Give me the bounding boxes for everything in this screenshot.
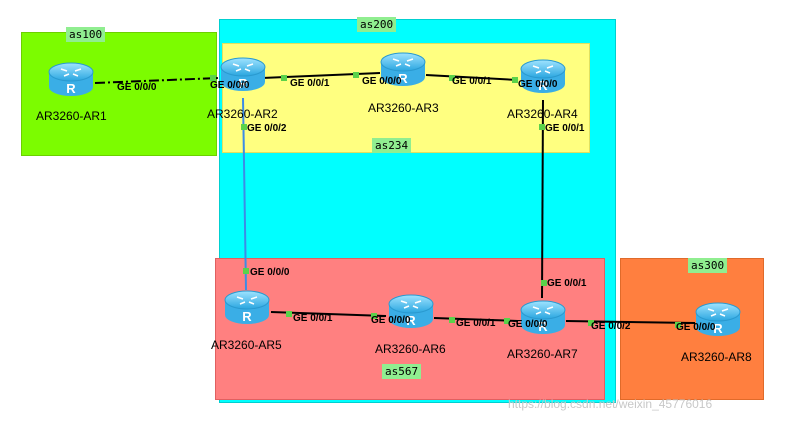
port-dot xyxy=(539,124,545,130)
link-ar3-ar4 xyxy=(425,74,519,81)
router-ar3-icon[interactable]: R xyxy=(378,50,428,90)
port-dot xyxy=(541,280,547,286)
ar7-port-ge001: GE 0/0/1 xyxy=(547,278,587,289)
ar7-port-ge000: GE 0/0/0 xyxy=(508,319,548,330)
router-ar7-icon[interactable]: R xyxy=(518,298,568,338)
area-as300 xyxy=(620,258,764,400)
port-dot xyxy=(286,311,292,317)
link-ar1-ar2 xyxy=(94,77,219,84)
ar2-port-ge002: GE 0/0/2 xyxy=(247,123,287,134)
router-ar2-icon[interactable]: R xyxy=(218,55,268,95)
router-ar1-label: AR3260-AR1 xyxy=(36,109,107,123)
svg-text:R: R xyxy=(398,71,408,86)
router-ar2-label: AR3260-AR2 xyxy=(207,107,278,121)
ar2-port-ge000: GE 0/0/0 xyxy=(210,80,250,91)
watermark: https://blog.csdn.net/weixin_45776016 xyxy=(508,397,713,411)
port-dot xyxy=(449,317,455,323)
svg-text:R: R xyxy=(538,319,548,334)
router-ar5-label: AR3260-AR5 xyxy=(211,338,282,352)
router-ar3-label: AR3260-AR3 xyxy=(368,101,439,115)
area-as100 xyxy=(21,32,217,156)
ar1-port-ge000: GE 0/0/0 xyxy=(117,82,157,93)
ar5-port-ge001: GE 0/0/1 xyxy=(293,313,333,324)
router-ar7-label: AR3260-AR7 xyxy=(507,347,578,361)
router-ar5-icon[interactable]: R xyxy=(222,288,272,328)
ar4-port-ge001: GE 0/0/1 xyxy=(545,123,585,134)
svg-text:R: R xyxy=(242,309,252,324)
svg-text:R: R xyxy=(66,81,76,96)
svg-text:R: R xyxy=(238,76,248,91)
router-ar6-icon[interactable]: R xyxy=(386,292,436,332)
port-dot xyxy=(243,268,249,274)
ar5-port-ge000: GE 0/0/0 xyxy=(250,267,290,278)
router-ar8-label: AR3260-AR8 xyxy=(681,350,752,364)
port-dot xyxy=(210,75,216,81)
port-dot xyxy=(371,313,377,319)
ar6-port-ge000: GE 0/0/0 xyxy=(371,315,411,326)
port-dot xyxy=(588,320,594,326)
port-dot xyxy=(281,75,287,81)
port-dot xyxy=(353,72,359,78)
port-dot xyxy=(449,75,455,81)
ar3-port-ge000: GE 0/0/0 xyxy=(362,76,402,87)
ar4-port-ge000: GE 0/0/0 xyxy=(518,79,558,90)
router-ar4-label: AR3260-AR4 xyxy=(507,107,578,121)
as234-label: as234 xyxy=(372,138,412,153)
ar7-port-ge002: GE 0/0/2 xyxy=(591,321,631,332)
router-ar1-icon[interactable]: R xyxy=(46,60,96,100)
link-ar7-ar8 xyxy=(565,320,696,324)
ar8-port-ge000: GE 0/0/0 xyxy=(676,322,716,333)
router-ar4-icon[interactable]: R xyxy=(518,57,568,97)
port-dot xyxy=(504,318,510,324)
router-ar8-icon[interactable]: R xyxy=(693,300,743,340)
link-ar2-ar5 xyxy=(242,97,247,291)
port-dot xyxy=(241,124,247,130)
svg-text:R: R xyxy=(538,78,548,93)
ar6-port-ge001: GE 0/0/1 xyxy=(456,318,496,329)
ar2-port-ge001: GE 0/0/1 xyxy=(290,78,330,89)
svg-text:R: R xyxy=(713,321,723,336)
port-dot xyxy=(512,77,518,83)
ar3-port-ge001: GE 0/0/1 xyxy=(452,76,492,87)
link-ar4-ar7 xyxy=(541,99,544,299)
as200-label: as200 xyxy=(357,17,397,32)
as567-label: as567 xyxy=(382,364,422,379)
router-ar6-label: AR3260-AR6 xyxy=(375,342,446,356)
port-dot xyxy=(675,322,681,328)
as300-label: as300 xyxy=(688,258,728,273)
svg-text:R: R xyxy=(406,313,416,328)
as100-label: as100 xyxy=(66,27,106,42)
